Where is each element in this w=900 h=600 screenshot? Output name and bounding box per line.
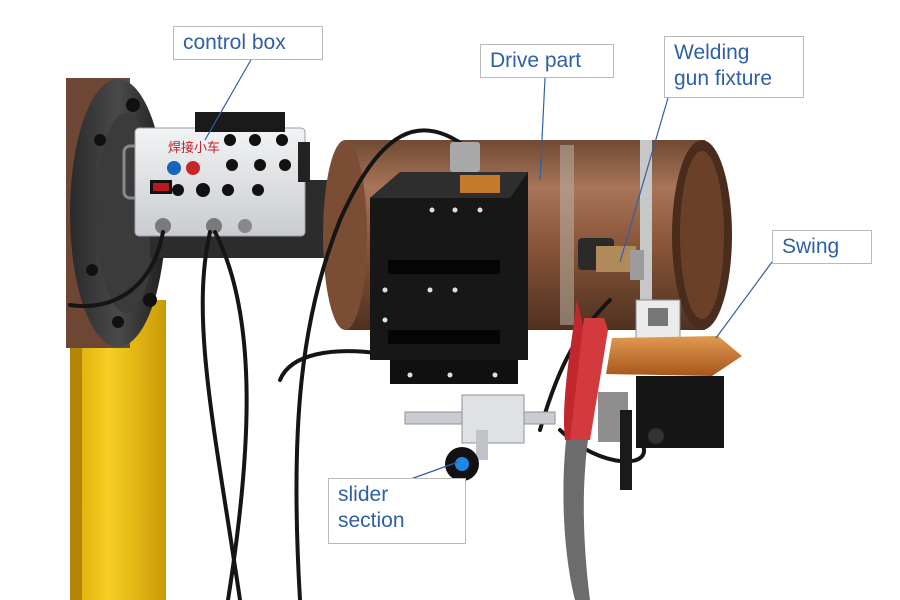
label-drive-part: Drive part <box>480 44 614 78</box>
label-control-box-text: control box <box>183 31 286 54</box>
drive-part <box>370 142 528 384</box>
label-welding-gun-fixture: Welding gun fixture <box>664 36 804 98</box>
label-drive-part-text: Drive part <box>490 49 582 72</box>
welding-torch <box>563 300 632 600</box>
label-slider-section-line2: section <box>338 509 405 532</box>
label-control-box: control box <box>173 26 323 60</box>
panel-chinese-title: 焊接小车 <box>168 140 220 156</box>
yellow-stand <box>70 300 166 600</box>
label-slider-section: slider section <box>328 478 466 544</box>
label-welding-gun-fixture-line1: Welding <box>674 41 750 64</box>
slider-section <box>404 394 556 481</box>
label-swing: Swing <box>772 230 872 264</box>
swing-unit <box>606 299 742 448</box>
label-swing-text: Swing <box>782 235 840 258</box>
control-box: 焊接小车 <box>122 112 310 237</box>
leader-lines <box>204 57 773 481</box>
welding-gun-fixture <box>578 238 644 280</box>
label-slider-section-line1: slider <box>338 483 389 506</box>
label-welding-gun-fixture-line2: gun fixture <box>674 67 773 90</box>
